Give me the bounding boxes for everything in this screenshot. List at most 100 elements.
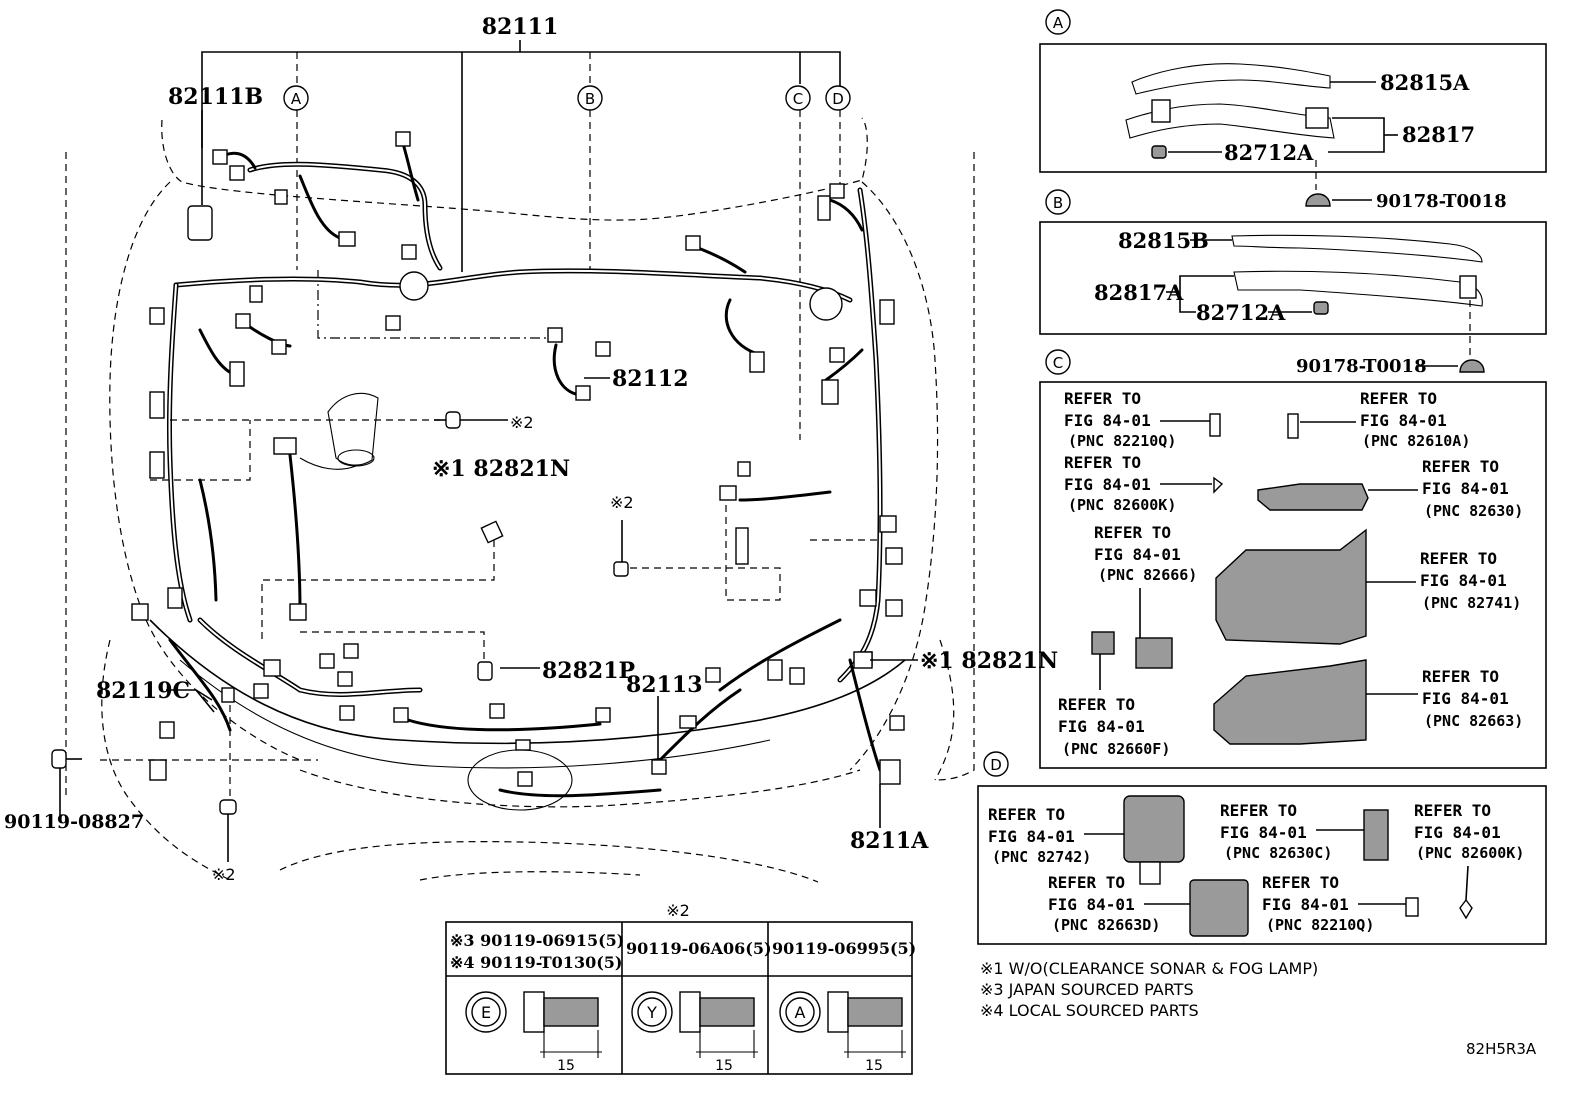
ref-fig: FIG 84-01 xyxy=(1058,717,1145,736)
svg-text:15: 15 xyxy=(715,1058,733,1074)
bolt-table: ※2 ※3 90119-06915(5) ※4 90119-T0130(5) 9… xyxy=(445,901,916,1075)
panel-c-frame xyxy=(1039,381,1547,769)
panel-a-part-1: 82815A xyxy=(1380,70,1470,95)
note-1: ※1 W/O(CLEARANCE SONAR & FOG LAMP) xyxy=(980,959,1318,978)
panel-b-clip: 90178-T0018 xyxy=(1296,356,1427,377)
ref-pnc: (PNC 82663D) xyxy=(1052,916,1160,934)
svg-text:A: A xyxy=(291,90,302,108)
panel-b-part-1: 82815B xyxy=(1118,228,1209,253)
panel-a-clip: 90178-T0018 xyxy=(1376,191,1507,212)
callout-c: C xyxy=(785,85,811,111)
panel-b-part-2: 82817A xyxy=(1094,280,1184,305)
ref-label: REFER TO xyxy=(1048,873,1125,892)
ref-label: REFER TO xyxy=(1064,389,1141,408)
bolt-icon xyxy=(219,799,237,862)
ref-pnc: (PNC 82210Q) xyxy=(1068,432,1176,450)
svg-text:15: 15 xyxy=(557,1058,575,1074)
bolt-table-col3: 90119-06995(5) xyxy=(772,939,916,958)
bolt-table-col1-line2: ※4 90119-T0130(5) xyxy=(450,953,622,972)
panel-d-tag: D xyxy=(990,756,1002,774)
callout-a: A xyxy=(283,85,309,111)
ref-pnc: (PNC 82666) xyxy=(1098,566,1197,584)
ref-pnc: (PNC 82660F) xyxy=(1062,740,1170,758)
ref-label: REFER TO xyxy=(988,805,1065,824)
relay-box-icon xyxy=(1215,528,1367,645)
note-3: ※3 JAPAN SOURCED PARTS xyxy=(980,980,1194,999)
ref-label: REFER TO xyxy=(1064,453,1141,472)
ref-fig: FIG 84-01 xyxy=(1262,895,1349,914)
panel-b: B 82815B 82817A 82712A 90178-T0018 xyxy=(1039,189,1547,377)
ref-fig: FIG 84-01 xyxy=(988,827,1075,846)
flange-bolt-icon: E 15 xyxy=(465,991,602,1074)
ref-label: REFER TO xyxy=(1094,523,1171,542)
main-harness-drawing: 82111 82111B 82112 82113 82119C 8211A ※1… xyxy=(4,14,1058,884)
footnotes: ※1 W/O(CLEARANCE SONAR & FOG LAMP) ※3 JA… xyxy=(980,959,1318,1020)
bolt-table-col1-line1: ※3 90119-06915(5) xyxy=(450,931,624,950)
label-82821n-left: ※1 82821N xyxy=(432,456,570,482)
ref-fig: FIG 84-01 xyxy=(1422,479,1509,498)
ref-pnc: (PNC 82610A) xyxy=(1362,432,1470,450)
svg-text:Y: Y xyxy=(646,1003,657,1022)
bolt-icon xyxy=(613,520,629,577)
label-82113: 82113 xyxy=(626,672,703,698)
ref-fig: FIG 84-01 xyxy=(1414,823,1501,842)
ref-label: REFER TO xyxy=(1262,873,1339,892)
ref-pnc: (PNC 82600K) xyxy=(1068,496,1176,514)
callout-b: B xyxy=(577,85,603,111)
flange-bolt-icon: Y 15 xyxy=(631,991,758,1074)
svg-text:C: C xyxy=(793,90,803,108)
panel-a-part-2: 82817 xyxy=(1402,122,1475,147)
panel-d-frame xyxy=(977,785,1547,945)
ref-label: REFER TO xyxy=(1422,457,1499,476)
panel-a-tag: A xyxy=(1053,14,1064,32)
ref-pnc: (PNC 82742) xyxy=(992,848,1091,866)
ref-label: REFER TO xyxy=(1058,695,1135,714)
callout-d: D xyxy=(825,85,851,111)
ref-fig: FIG 84-01 xyxy=(1064,411,1151,430)
bolt-table-header: ※2 xyxy=(666,901,690,920)
note-2-label: ※2 xyxy=(212,865,236,884)
panel-b-part-3: 82712A xyxy=(1196,300,1286,325)
panel-d: D REFER TO FIG 84-01 (PNC 82742) REFER T… xyxy=(977,751,1547,945)
ref-fig: FIG 84-01 xyxy=(1094,545,1181,564)
ref-fig: FIG 84-01 xyxy=(1422,689,1509,708)
svg-text:D: D xyxy=(832,90,844,108)
ref-label: REFER TO xyxy=(1420,549,1497,568)
ref-label: REFER TO xyxy=(1422,667,1499,686)
label-bracket-82111 xyxy=(201,51,841,148)
ref-label: REFER TO xyxy=(1414,801,1491,820)
ref-fig: FIG 84-01 xyxy=(1360,411,1447,430)
panel-b-frame xyxy=(1039,221,1547,335)
note-4: ※4 LOCAL SOURCED PARTS xyxy=(980,1001,1199,1020)
ref-label: REFER TO xyxy=(1360,389,1437,408)
bolt-icon xyxy=(51,749,82,820)
ref-fig: FIG 84-01 xyxy=(1048,895,1135,914)
ref-pnc: (PNC 82210Q) xyxy=(1266,916,1374,934)
note-2-label: ※2 xyxy=(510,413,534,432)
label-82111b: 82111B xyxy=(168,84,263,110)
ref-fig: FIG 84-01 xyxy=(1220,823,1307,842)
ref-pnc: (PNC 82663) xyxy=(1424,712,1523,730)
svg-text:A: A xyxy=(795,1003,806,1022)
label-82111: 82111 xyxy=(482,14,559,40)
svg-text:15: 15 xyxy=(865,1058,883,1074)
ref-pnc: (PNC 82600K) xyxy=(1416,844,1524,862)
ref-fig: FIG 84-01 xyxy=(1420,571,1507,590)
svg-text:B: B xyxy=(585,90,595,108)
bolt-table-col2: 90119-06A06(5) xyxy=(626,939,772,958)
label-82821n-right: ※1 82821N xyxy=(920,648,1058,674)
ref-pnc: (PNC 82630) xyxy=(1424,502,1523,520)
label-90119-08827: 90119-08827 xyxy=(4,811,144,833)
relay-box-icon xyxy=(1213,659,1367,745)
label-82119c: 82119C xyxy=(96,678,190,704)
note-2-label: ※2 xyxy=(610,493,634,512)
svg-text:E: E xyxy=(481,1003,491,1022)
label-82112: 82112 xyxy=(612,366,689,392)
panel-b-tag: B xyxy=(1053,194,1063,212)
panel-c: C REFER TO FIG 84-01 (PNC 82210Q) REFER … xyxy=(1039,349,1547,769)
label-8211a: 8211A xyxy=(850,828,929,854)
panel-a-frame xyxy=(1039,43,1547,173)
ref-pnc: (PNC 82630C) xyxy=(1224,844,1332,862)
